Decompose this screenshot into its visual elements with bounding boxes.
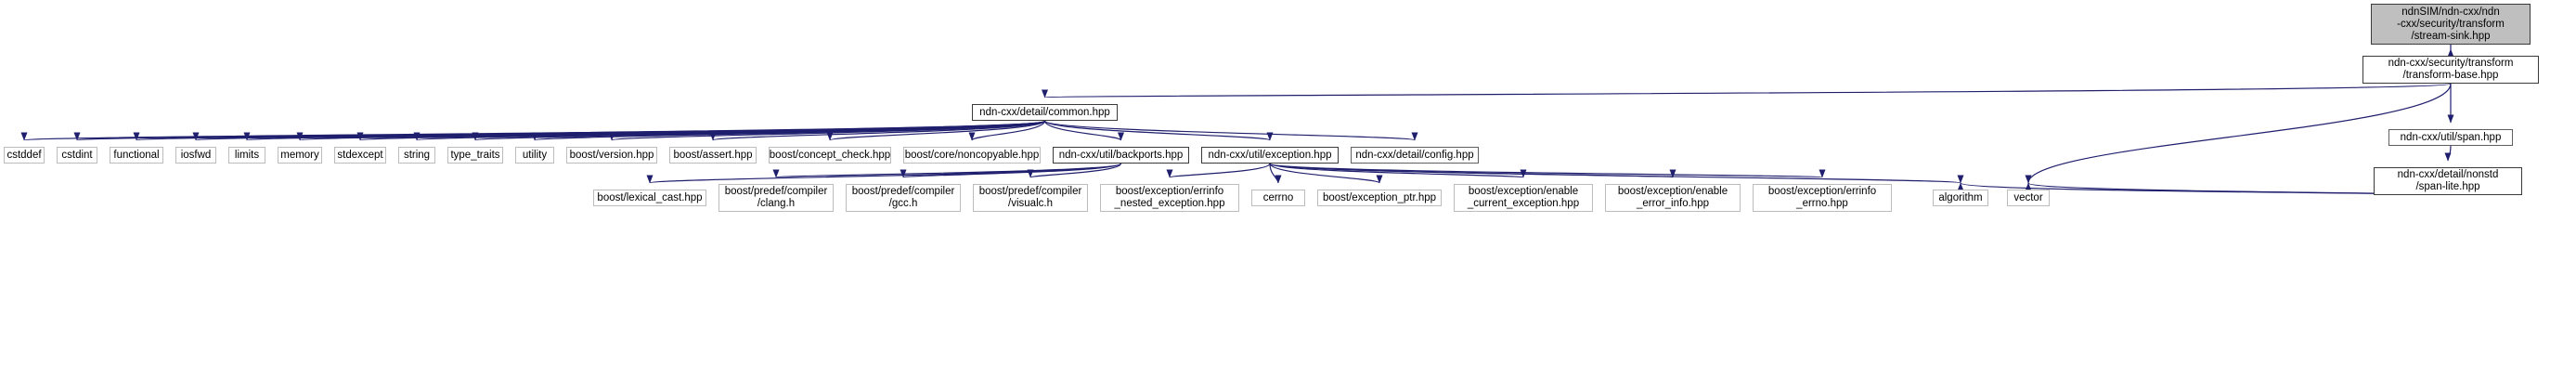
- graph-node-algorithm[interactable]: algorithm: [1933, 190, 1988, 206]
- graph-node-vector[interactable]: vector: [2007, 190, 2050, 206]
- edge-exception-to-errinfoerrno: [1269, 163, 1824, 178]
- graph-node-errinfonested[interactable]: boost/exception/errinfo _nested_exceptio…: [1100, 184, 1239, 212]
- graph-node-boostassert[interactable]: boost/assert.hpp: [669, 147, 757, 164]
- edge-span-to-spanlite: [2444, 145, 2452, 162]
- graph-node-enablecurrent[interactable]: boost/exception/enable _current_exceptio…: [1454, 184, 1593, 212]
- edge-common-to-boostassert: [710, 120, 1046, 141]
- graph-node-common[interactable]: ndn-cxx/detail/common.hpp: [972, 104, 1118, 121]
- edge-exception-to-enablecurrent: [1269, 163, 1526, 178]
- edge-backports-to-lexicalcast: [647, 163, 1122, 184]
- graph-node-lexicalcast[interactable]: boost/lexical_cast.hpp: [593, 190, 706, 206]
- graph-node-string[interactable]: string: [398, 147, 435, 164]
- edge-transformbase-to-common: [1043, 83, 2452, 98]
- edge-common-to-noncopyable: [968, 120, 1046, 141]
- graph-node-predefclang[interactable]: boost/predef/compiler /clang.h: [718, 184, 834, 212]
- graph-node-exceptionptr[interactable]: boost/exception_ptr.hpp: [1317, 190, 1442, 206]
- graph-node-cstdint[interactable]: cstdint: [57, 147, 97, 164]
- graph-node-span[interactable]: ndn-cxx/util/span.hpp: [2388, 129, 2513, 146]
- graph-node-transformbase[interactable]: ndn-cxx/security/transform /transform-ba…: [2362, 56, 2539, 84]
- graph-node-utility[interactable]: utility: [515, 147, 554, 164]
- graph-node-noncopyable[interactable]: boost/core/noncopyable.hpp: [903, 147, 1041, 164]
- edge-exception-to-algorithm: [1269, 163, 1963, 184]
- edge-exception-to-cerrno: [1269, 163, 1282, 184]
- graph-node-cerrno[interactable]: cerrno: [1251, 190, 1305, 206]
- graph-node-predefgcc[interactable]: boost/predef/compiler /gcc.h: [846, 184, 961, 212]
- graph-node-predefvisualc[interactable]: boost/predef/compiler /visualc.h: [973, 184, 1088, 212]
- edge-exception-to-exceptionptr: [1269, 163, 1383, 184]
- edge-common-to-conceptcheck: [826, 120, 1046, 141]
- graph-node-boostversion[interactable]: boost/version.hpp: [566, 147, 657, 164]
- graph-node-root[interactable]: ndnSIM/ndn-cxx/ndn -cxx/security/transfo…: [2371, 4, 2531, 45]
- graph-node-iosfwd[interactable]: iosfwd: [175, 147, 216, 164]
- graph-node-exception[interactable]: ndn-cxx/util/exception.hpp: [1201, 147, 1339, 164]
- edge-common-to-exception: [1043, 120, 1274, 141]
- graph-node-spanlite[interactable]: ndn-cxx/detail/nonstd /span-lite.hpp: [2374, 167, 2522, 195]
- graph-node-errinfoerrno[interactable]: boost/exception/errinfo _errno.hpp: [1753, 184, 1892, 212]
- graph-node-config[interactable]: ndn-cxx/detail/config.hpp: [1351, 147, 1479, 164]
- graph-node-stdexcept[interactable]: stdexcept: [334, 147, 386, 164]
- graph-node-errorinfo[interactable]: boost/exception/enable _error_info.hpp: [1605, 184, 1741, 212]
- edge-exception-to-errinfonested: [1166, 163, 1271, 178]
- graph-node-limits[interactable]: limits: [228, 147, 265, 164]
- edge-backports-to-predefvisualc: [1027, 163, 1122, 178]
- edge-common-to-config: [1043, 120, 1417, 141]
- graph-node-functional[interactable]: functional: [110, 147, 163, 164]
- edge-backports-to-predefclang: [773, 163, 1122, 178]
- edge-common-to-backports: [1043, 120, 1124, 141]
- graph-node-type_traits[interactable]: type_traits: [447, 147, 503, 164]
- graph-node-conceptcheck[interactable]: boost/concept_check.hpp: [769, 147, 891, 164]
- graph-node-cstddef[interactable]: cstddef: [4, 147, 45, 164]
- graph-node-memory[interactable]: memory: [278, 147, 322, 164]
- edge-backports-to-predefgcc: [900, 163, 1122, 178]
- graph-node-backports[interactable]: ndn-cxx/util/backports.hpp: [1053, 147, 1189, 164]
- edge-transformbase-to-vector: [2025, 83, 2452, 184]
